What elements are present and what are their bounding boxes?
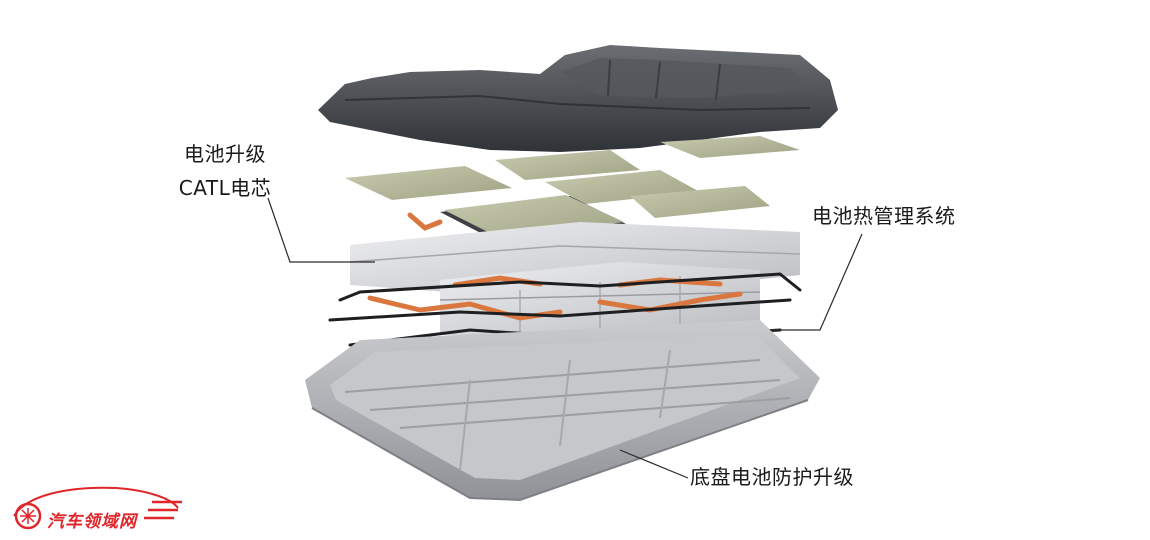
callout-cell-line1: 电池升级 [184, 142, 266, 166]
callout-cell-upgrade: 电池升级 CATL电芯 [165, 140, 285, 202]
watermark-text: 汽车领域网 [47, 512, 137, 532]
callout-chassis-protection: 底盘电池防护升级 [690, 465, 854, 489]
leader-thermal [770, 233, 863, 331]
wheel-icon [14, 502, 42, 530]
watermark-logo [13, 486, 182, 530]
leader-chassis [619, 449, 689, 479]
leader-cell [267, 197, 375, 263]
battery-tray [305, 320, 820, 502]
callout-thermal-management: 电池热管理系统 [812, 204, 956, 228]
battery-cover [318, 45, 838, 152]
callout-cell-line2: CATL电芯 [178, 176, 272, 200]
callout-leader-lines [267, 197, 863, 479]
